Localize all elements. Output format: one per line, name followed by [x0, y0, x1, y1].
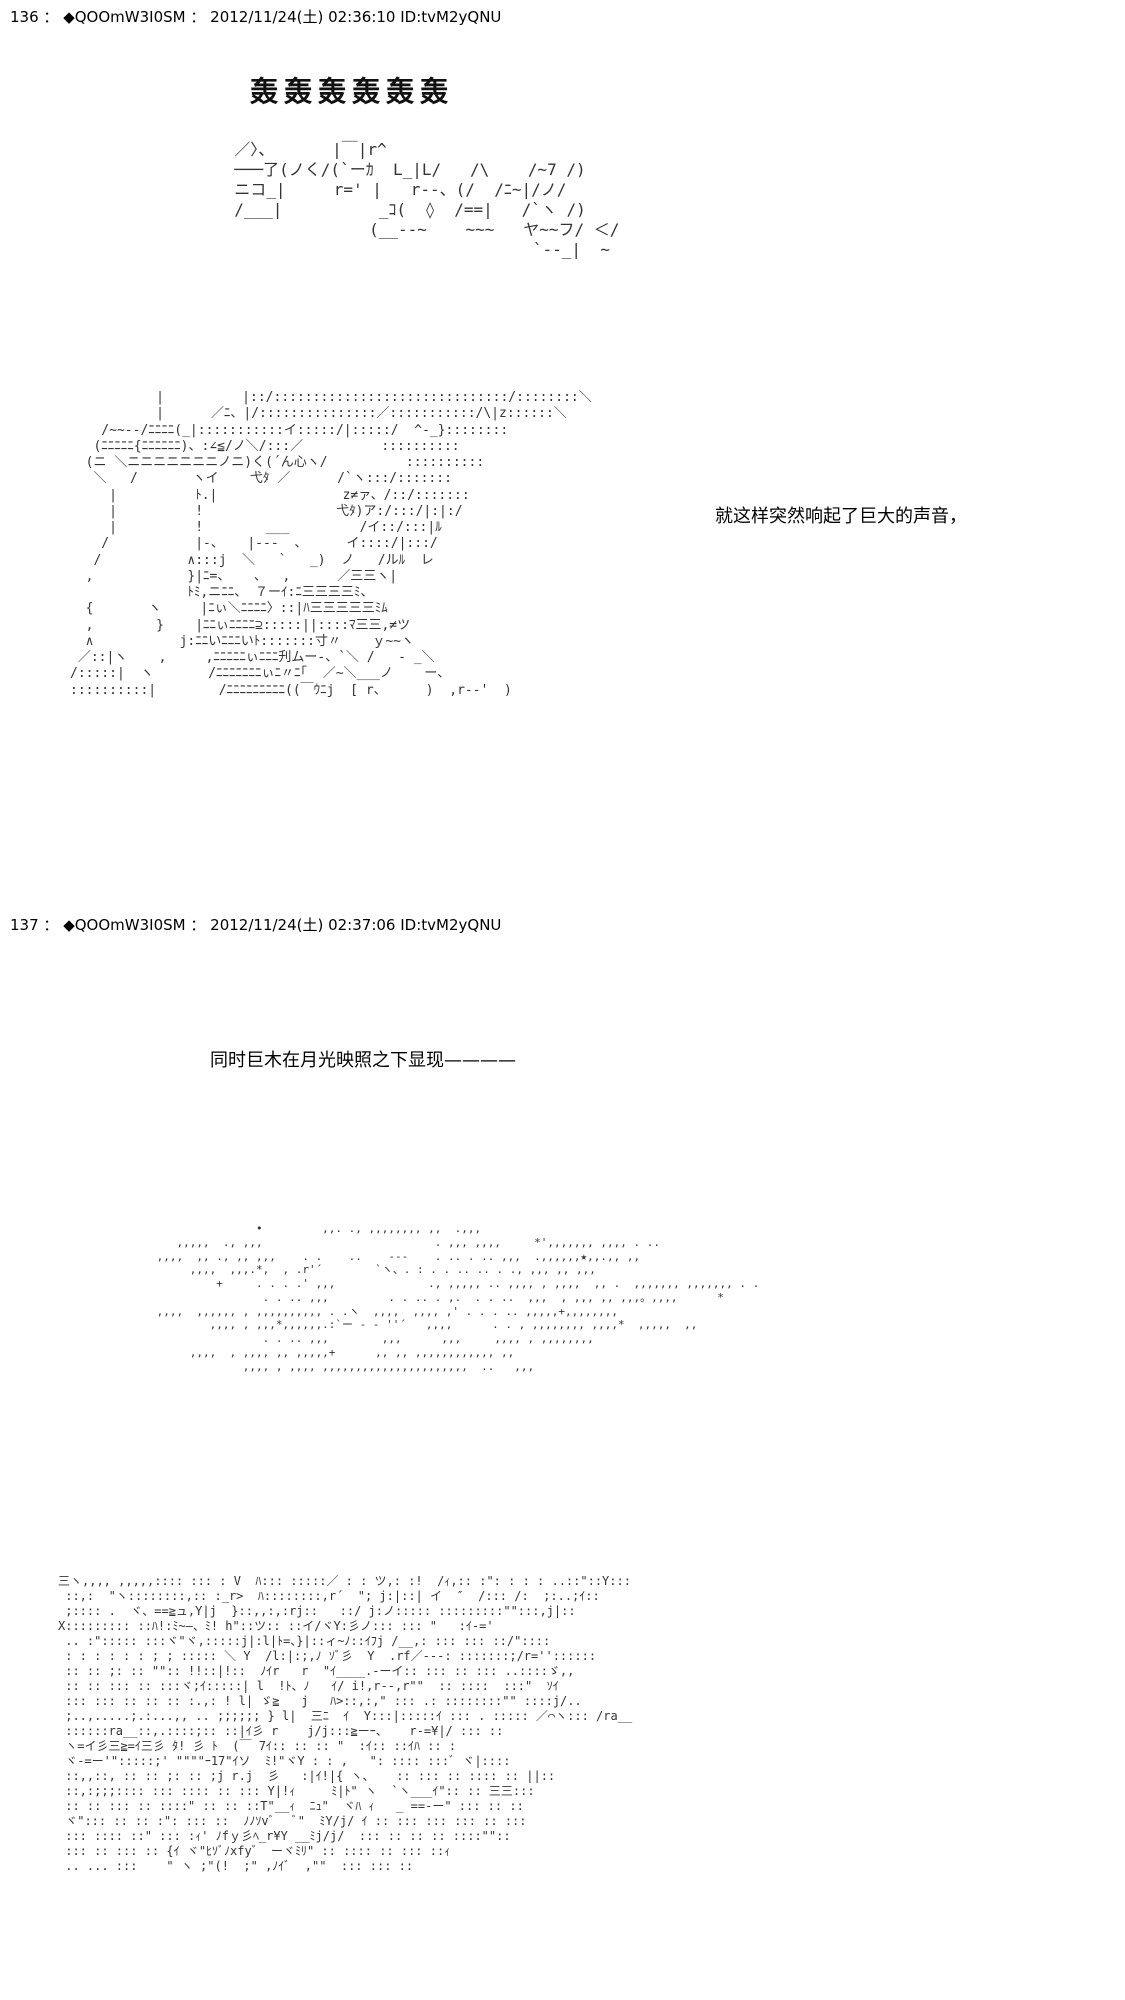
post-separator: ：	[43, 8, 59, 26]
post-datetime: 2012/11/24(土) 02:37:06	[210, 916, 396, 934]
post-header-136: 136 ： ◆QOOmW3I0SM ： 2012/11/24(土) 02:36:…	[10, 6, 501, 27]
poster-name: ◆QOOmW3I0SM	[63, 8, 186, 26]
post-number: 137	[10, 916, 39, 934]
post-header-137: 137 ： ◆QOOmW3I0SM ： 2012/11/24(土) 02:37:…	[10, 914, 501, 935]
poster-id: ID:tvM2yQNU	[400, 916, 502, 934]
post-datetime: 2012/11/24(土) 02:36:10	[210, 8, 396, 26]
sound-effect-art: ／〉、 |￣|r^ ───了(ノく/(`ーｶ L_|L/ /\ /~7 /) ニ…	[234, 140, 620, 259]
post-separator: ：	[43, 916, 59, 934]
narration-caption: 就这样突然响起了巨大的声音，	[715, 506, 967, 527]
giant-tree-forest-art: 三ヽ,,,, ,,,,,:::: ::: : V ﾊ::: :::::／ : :…	[58, 1574, 633, 1873]
post-separator: ：	[190, 8, 206, 26]
narration-caption: 同时巨木在月光映照之下显现————	[210, 1050, 516, 1071]
post-separator: ：	[190, 916, 206, 934]
sound-effect-title: 轰轰轰轰轰轰	[250, 75, 455, 108]
scene-art-tree-figure: | |::/::::::::::::::::::::::::::::::/:::…	[70, 390, 592, 698]
post-number: 136	[10, 8, 39, 26]
poster-id: ID:tvM2yQNU	[400, 8, 502, 26]
poster-name: ◆QOOmW3I0SM	[63, 916, 186, 934]
night-sky-art: • ,,. ., ,,,,,,,, ,, .,,, ,,,,, ., ,,, .…	[156, 1222, 760, 1373]
